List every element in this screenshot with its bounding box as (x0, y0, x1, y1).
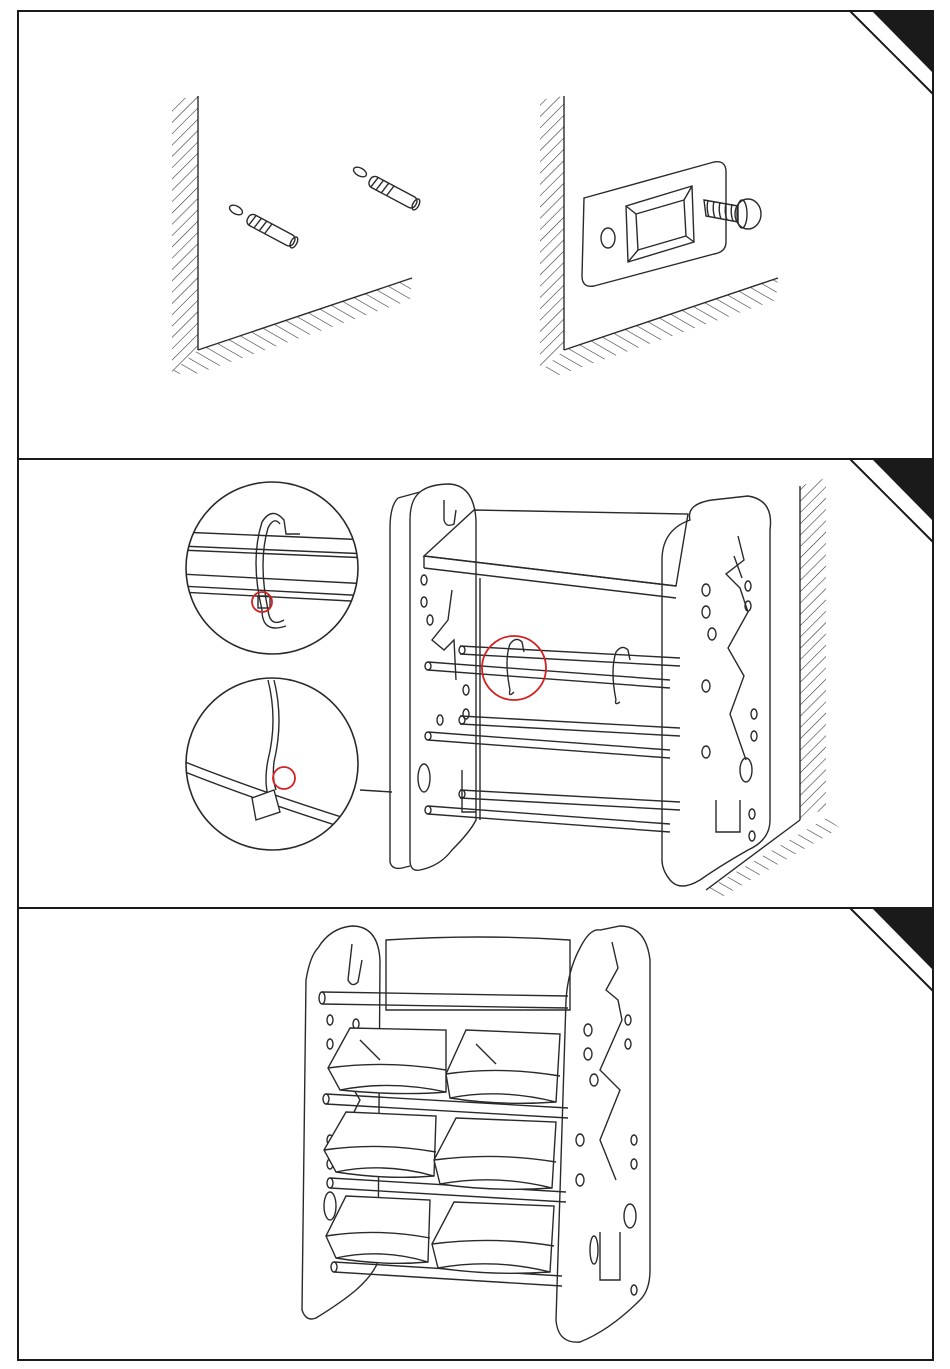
zoom-circle-icon (180, 678, 370, 850)
panel-step-cable-tie (180, 478, 840, 898)
cable-tie-icon (252, 680, 280, 820)
wall-plug-icon (352, 165, 421, 211)
storage-bin-icon (446, 1030, 560, 1103)
panel-step-finished (302, 926, 650, 1342)
storage-bin-icon (324, 1112, 436, 1177)
wall-hatch-icon (172, 96, 412, 376)
panel-step-wall-anchor (172, 96, 778, 376)
step-tab-2 (850, 459, 933, 542)
screw-icon (704, 199, 761, 229)
wall-plug-icon (228, 203, 299, 249)
storage-bin-icon (328, 1028, 446, 1094)
storage-bin-icon (434, 1118, 556, 1189)
wall-hatch-icon (360, 478, 840, 898)
step-tab-3 (850, 908, 933, 991)
storage-bin-icon (432, 1202, 554, 1273)
cable-tie-icon (256, 513, 300, 628)
shelf-frame-icon (390, 484, 771, 886)
wall-hatch-icon (540, 96, 778, 376)
storage-bin-icon (326, 1196, 430, 1263)
rod-set (425, 646, 680, 832)
zoom-circle-icon (180, 482, 370, 654)
step-tab-1 (850, 11, 933, 94)
wall-bracket-icon (582, 162, 726, 287)
